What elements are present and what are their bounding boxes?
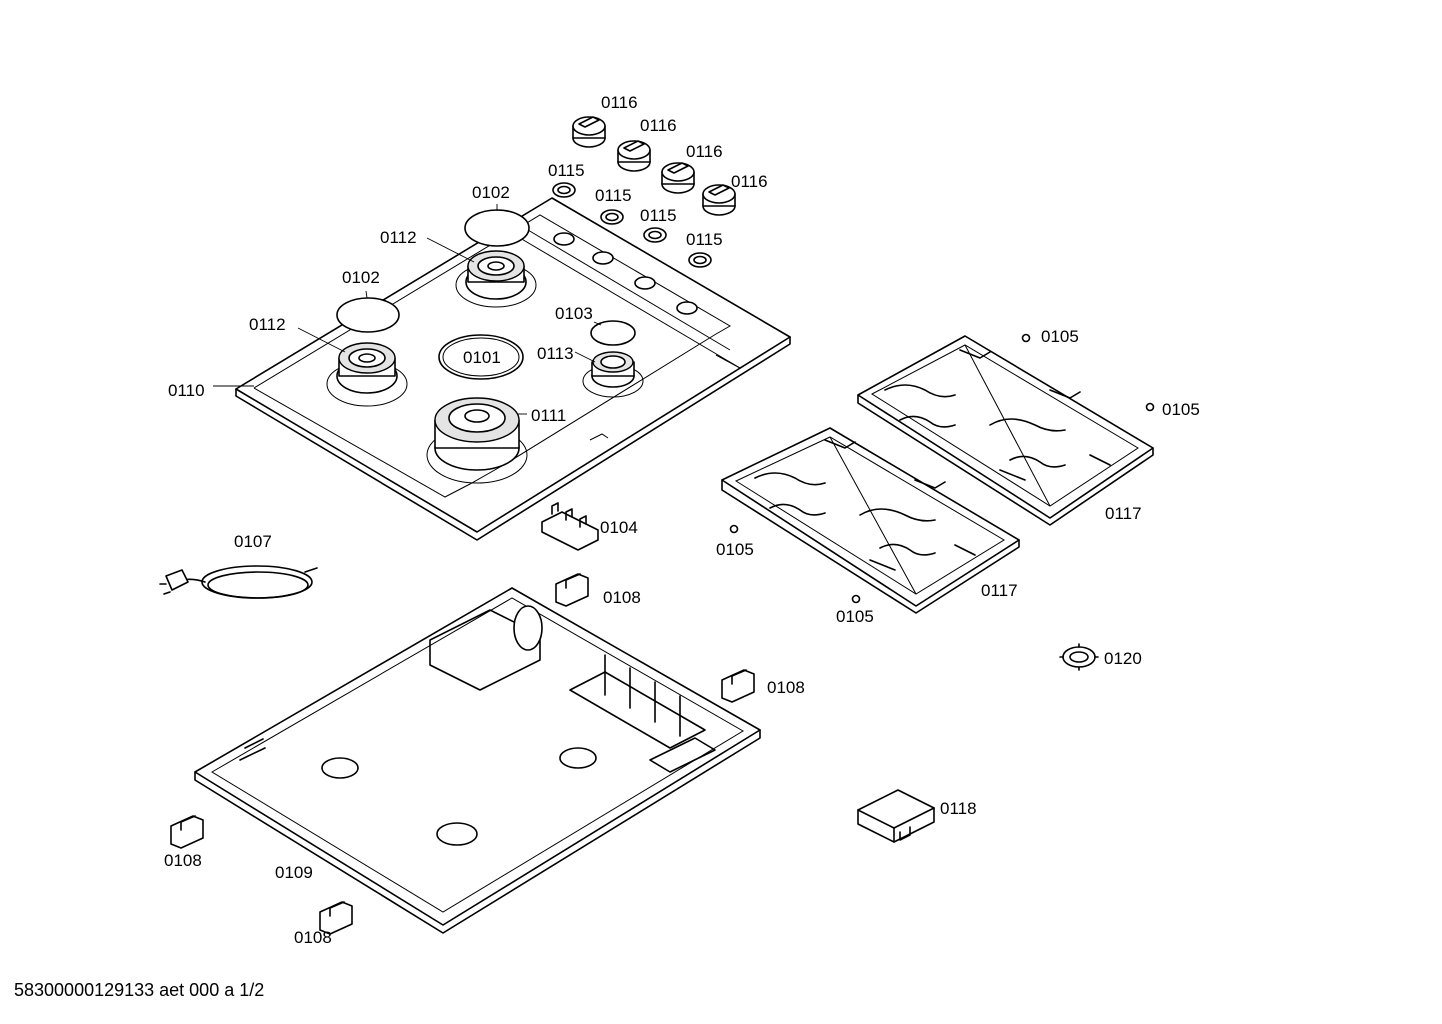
junction-box-0118 bbox=[857, 789, 935, 843]
label-0112-a: 0112 bbox=[380, 228, 417, 247]
control-knobs-0116 bbox=[572, 116, 736, 216]
label-0113: 0113 bbox=[537, 344, 574, 363]
label-0105-d: 0105 bbox=[836, 607, 874, 626]
label-0104: 0104 bbox=[600, 518, 638, 537]
part-labels: 0116 0116 0116 0116 0115 0115 0115 0115 … bbox=[164, 93, 1200, 947]
label-0105-a: 0105 bbox=[1041, 327, 1079, 346]
label-0105-b: 0105 bbox=[1162, 400, 1200, 419]
label-0108-b: 0108 bbox=[767, 678, 805, 697]
label-0112-b: 0112 bbox=[249, 315, 286, 334]
label-0110: 0110 bbox=[168, 381, 205, 400]
label-0115-b: 0115 bbox=[595, 186, 632, 205]
label-0115-d: 0115 bbox=[686, 230, 723, 249]
pan-support-0117-left bbox=[721, 427, 1020, 614]
screws-0105 bbox=[729, 333, 1155, 604]
document-footer-code: 58300000129133 aet 000 a 1/2 bbox=[14, 980, 265, 1000]
label-0101: 0101 bbox=[463, 348, 501, 367]
label-0108-a: 0108 bbox=[603, 588, 641, 607]
knob-rings-0115 bbox=[552, 182, 712, 268]
burner-cap-0101 bbox=[438, 334, 524, 380]
label-0116-a: 0116 bbox=[601, 93, 638, 112]
burner-crown-0112-left bbox=[336, 342, 398, 394]
label-0120: 0120 bbox=[1104, 649, 1142, 668]
label-0108-d: 0108 bbox=[294, 928, 332, 947]
burner-cap-0103 bbox=[590, 320, 636, 346]
label-0116-b: 0116 bbox=[640, 116, 677, 135]
label-0105-c: 0105 bbox=[716, 540, 754, 559]
label-0107: 0107 bbox=[234, 532, 272, 551]
label-0117-b: 0117 bbox=[981, 581, 1018, 600]
pan-support-0117-right bbox=[857, 335, 1154, 526]
label-0103: 0103 bbox=[555, 304, 593, 323]
base-tray-0109 bbox=[194, 587, 761, 934]
burner-cap-0102-rear bbox=[464, 209, 530, 247]
label-0108-c: 0108 bbox=[164, 851, 202, 870]
label-0116-c: 0116 bbox=[686, 142, 723, 161]
burner-0113-small bbox=[591, 351, 635, 388]
label-0118: 0118 bbox=[940, 799, 977, 818]
burner-0111-large bbox=[434, 397, 520, 471]
label-0102-b: 0102 bbox=[342, 268, 380, 287]
label-0115-c: 0115 bbox=[640, 206, 677, 225]
label-0102-a: 0102 bbox=[472, 183, 510, 202]
power-cable-0107 bbox=[159, 565, 318, 599]
bracket-0104 bbox=[541, 502, 599, 551]
clips-0108 bbox=[170, 573, 755, 935]
label-0111: 0111 bbox=[531, 406, 566, 425]
label-0116-d: 0116 bbox=[731, 172, 768, 191]
label-0115-a: 0115 bbox=[548, 161, 585, 180]
label-0117-a: 0117 bbox=[1105, 504, 1142, 523]
label-0109: 0109 bbox=[275, 863, 313, 882]
leader-lines bbox=[213, 204, 602, 415]
burner-crown-0112-rear bbox=[465, 250, 527, 300]
burner-cap-0102-left bbox=[336, 297, 400, 333]
gasket-0120 bbox=[1059, 643, 1099, 671]
